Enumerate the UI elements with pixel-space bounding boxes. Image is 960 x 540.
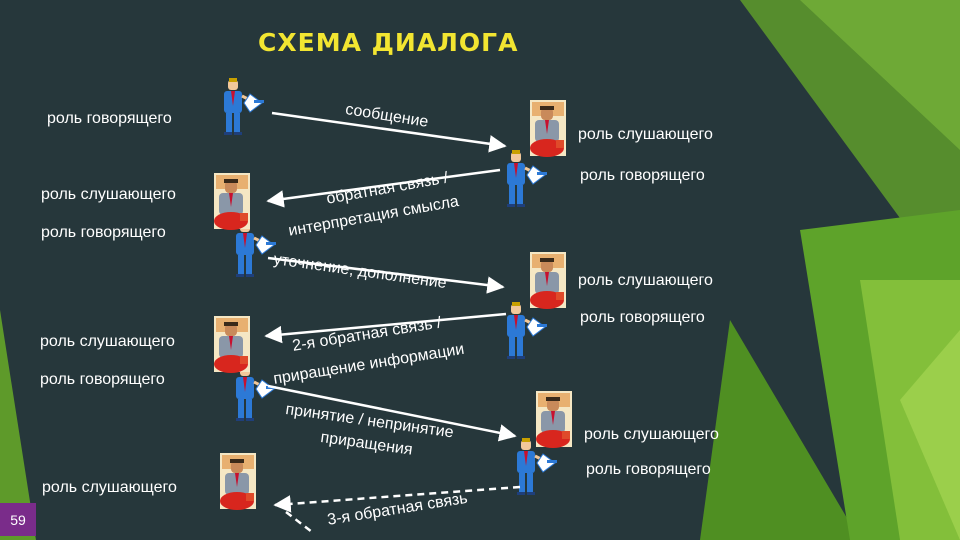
listener-figure-4 [214,316,250,373]
arrow-feedback-3 [273,485,521,513]
listener-figure-5 [536,391,572,448]
listener-figure-3 [530,252,566,309]
page-number-badge: 59 [0,503,36,536]
arrow-acceptance [267,384,517,442]
arrow-feedback-2 [264,312,507,344]
speaker-figure-2 [505,148,549,209]
role-label-listener-4: роль слушающего [40,333,175,350]
role-label-speaker-6: роль говорящего [586,461,711,478]
arrow-feedback-3-tail [285,511,313,533]
speaker-figure-5 [234,362,278,423]
role-label-listener-6: роль слушающего [42,479,177,496]
listener-figure-1 [530,100,566,157]
role-label-speaker-2: роль говорящего [580,167,705,184]
role-label-listener-5: роль слушающего [584,426,719,443]
role-label-listener-2: роль слушающего [41,186,176,203]
arrow-clarification [267,256,505,294]
speaker-figure-1 [222,76,266,137]
listener-figure-6 [220,453,256,510]
role-label-listener-3: роль слушающего [578,272,713,289]
role-label-speaker-5: роль говорящего [40,371,165,388]
speaker-figure-4 [505,300,549,361]
listener-figure-2 [214,173,250,230]
role-label-listener-1: роль слушающего [578,126,713,143]
arrow-message [271,111,507,153]
role-label-speaker-1: роль говорящего [47,110,172,127]
role-label-speaker-4: роль говорящего [580,309,705,326]
arrow-feedback-1 [266,168,501,208]
slide-title: СХЕМА ДИАЛОГА [258,28,519,57]
role-label-speaker-3: роль говорящего [41,224,166,241]
